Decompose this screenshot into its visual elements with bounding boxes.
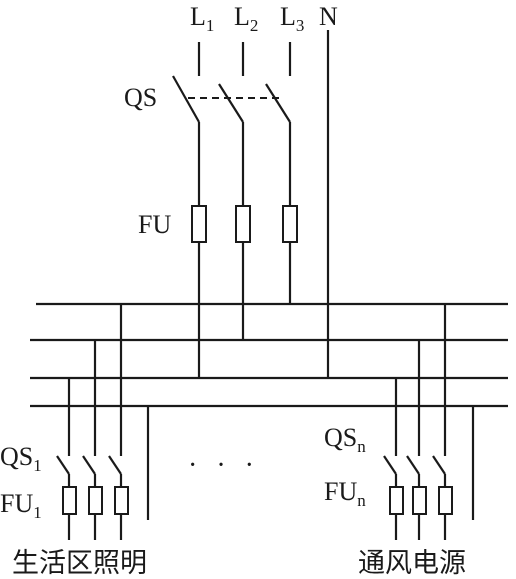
left-branch-switch [56, 455, 122, 475]
supply-conductors [197, 30, 330, 378]
ellipsis: · · · [188, 450, 260, 481]
right-branch-fuses [389, 486, 453, 515]
main-fuses-fu [191, 205, 298, 243]
neutral-label: N [319, 2, 338, 31]
left-switch-label: QS1 [0, 442, 42, 475]
right-branch-switch [383, 455, 446, 475]
main-switch-label: QS [124, 83, 157, 112]
main-switch-qs [172, 75, 291, 123]
right-switch-label: QSn [324, 423, 366, 456]
right-fuse-label: FUn [324, 477, 366, 510]
left-branch-taps [67, 304, 150, 520]
left-branch-caption: 生活区照明 [12, 548, 147, 579]
main-fuse-label: FU [138, 210, 171, 239]
phase-l2-label: L2 [234, 2, 258, 35]
left-fuse-label: FU1 [0, 489, 42, 522]
right-branch-taps [394, 304, 475, 520]
right-branch-caption: 通风电源 [358, 548, 466, 579]
left-branch-fuses [62, 486, 129, 515]
busbars [30, 302, 508, 408]
phase-l3-label: L3 [280, 2, 304, 35]
phase-l1-label: L1 [190, 2, 214, 35]
